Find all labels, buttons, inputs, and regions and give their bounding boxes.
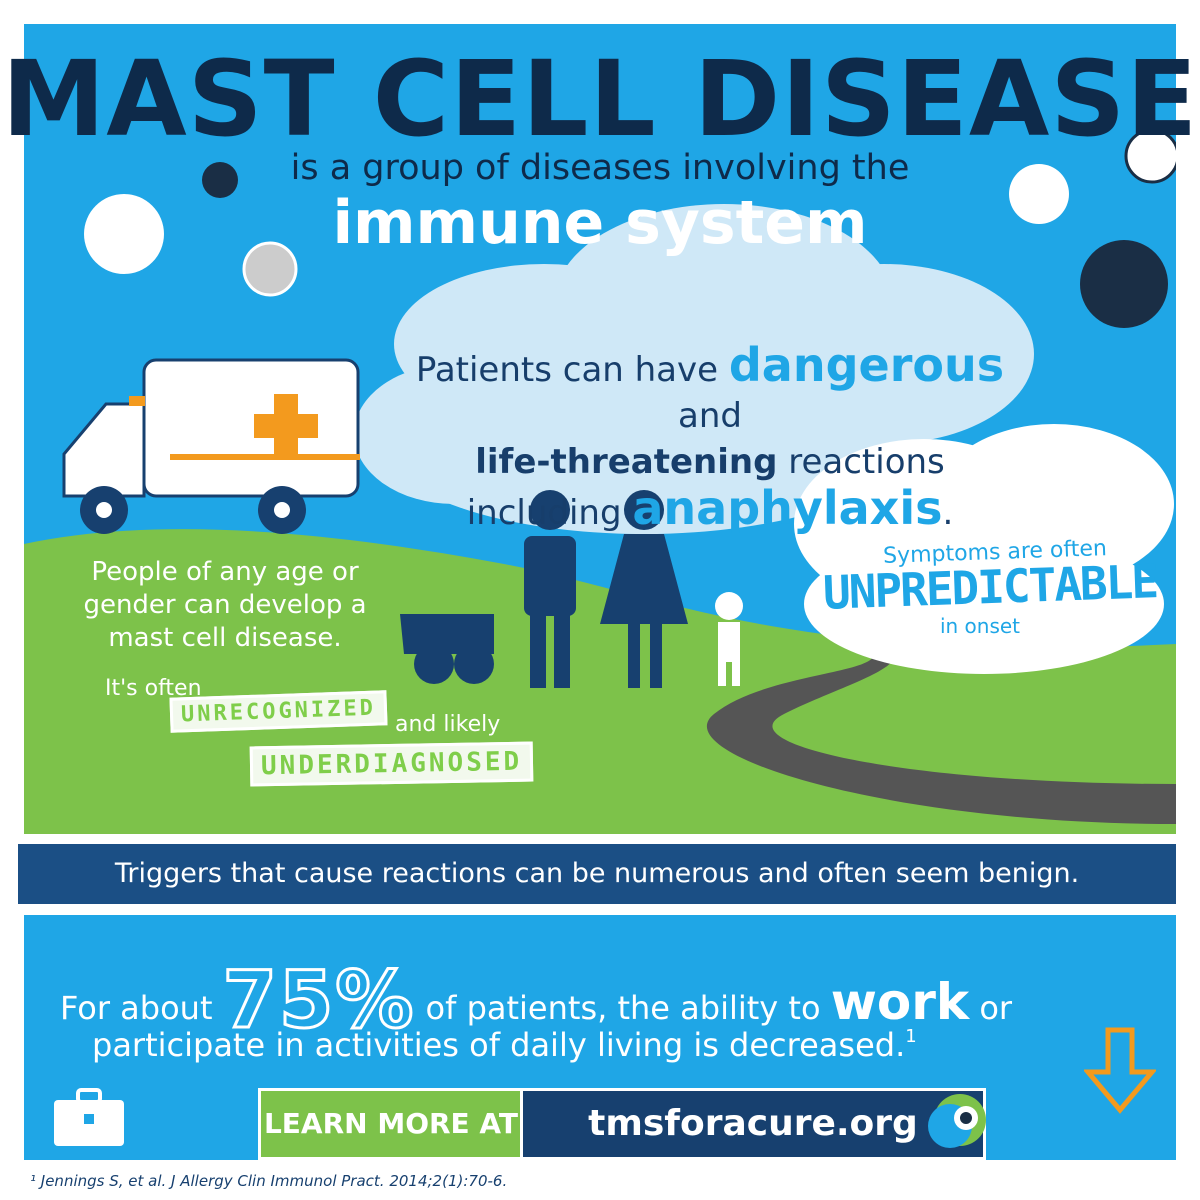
cloud-text-1: Patients can have (415, 350, 729, 390)
cloud-text: Patients can have dangerous and life-thr… (400, 342, 1020, 536)
page-title: MAST CELL DISEASE (1, 38, 1199, 160)
learn-more-label: LEARN MORE AT (258, 1088, 524, 1160)
cloud-text-3-end: . (942, 493, 954, 533)
stamp-underdiagnosed: UNDERDIAGNOSED (249, 741, 534, 787)
cloud-main (354, 204, 1034, 534)
symptoms-line-3: in onset (939, 614, 1021, 638)
cloud-text-1-end: and (678, 396, 742, 436)
recognition-mid: and likely (395, 712, 501, 737)
down-arrow-icon (1084, 1027, 1156, 1114)
scene-illustration (24, 128, 1176, 834)
stat-line-2-text: participate in activities of daily livin… (92, 1026, 906, 1064)
stat-footnote-mark: 1 (905, 1026, 917, 1047)
stat-line-1: For about 75% of patients, the ability t… (60, 955, 1180, 1048)
briefcase-icon (54, 1088, 124, 1146)
stat-work: work (830, 973, 970, 1031)
cloud-symptoms (794, 424, 1174, 674)
child-figure (715, 592, 743, 686)
cloud-line-2: life-threatening reactions (400, 439, 1020, 485)
cloud-highlight-anaphylaxis: anaphylaxis (632, 481, 943, 535)
stat-mid: of patients, the ability to (415, 989, 831, 1027)
cloud-text-3: including (466, 493, 633, 533)
ambulance (62, 358, 360, 534)
road (706, 644, 1176, 824)
website-link[interactable]: tmsforacure.org (520, 1088, 986, 1160)
family-figures (400, 490, 688, 688)
hands-logo-icon (928, 1094, 986, 1148)
cloud-text-2-end: reactions (777, 442, 945, 482)
stat-pre: For about (60, 989, 223, 1027)
stat-line-2: participate in activities of daily livin… (92, 1026, 1112, 1064)
stat-percent: 75% (221, 955, 416, 1048)
stat-post: or (969, 989, 1013, 1027)
subtitle-emphasis: immune system (332, 188, 868, 258)
virus-white (84, 164, 1069, 297)
virus-dark (202, 128, 1176, 328)
cloud-line-1: Patients can have dangerous and (400, 342, 1020, 439)
triggers-banner: Triggers that cause reactions can be num… (18, 844, 1176, 904)
cloud-highlight-dangerous: dangerous (728, 338, 1005, 392)
cloud-highlight-life-threatening: life-threatening (475, 442, 778, 482)
subtitle: is a group of diseases involving the (290, 148, 910, 188)
footnote: ¹ Jennings S, et al. J Allergy Clin Immu… (30, 1172, 508, 1190)
top-panel (24, 24, 1176, 834)
people-text: People of any age or gender can develop … (83, 557, 367, 653)
cloud-line-3: including anaphylaxis. (400, 485, 1020, 536)
